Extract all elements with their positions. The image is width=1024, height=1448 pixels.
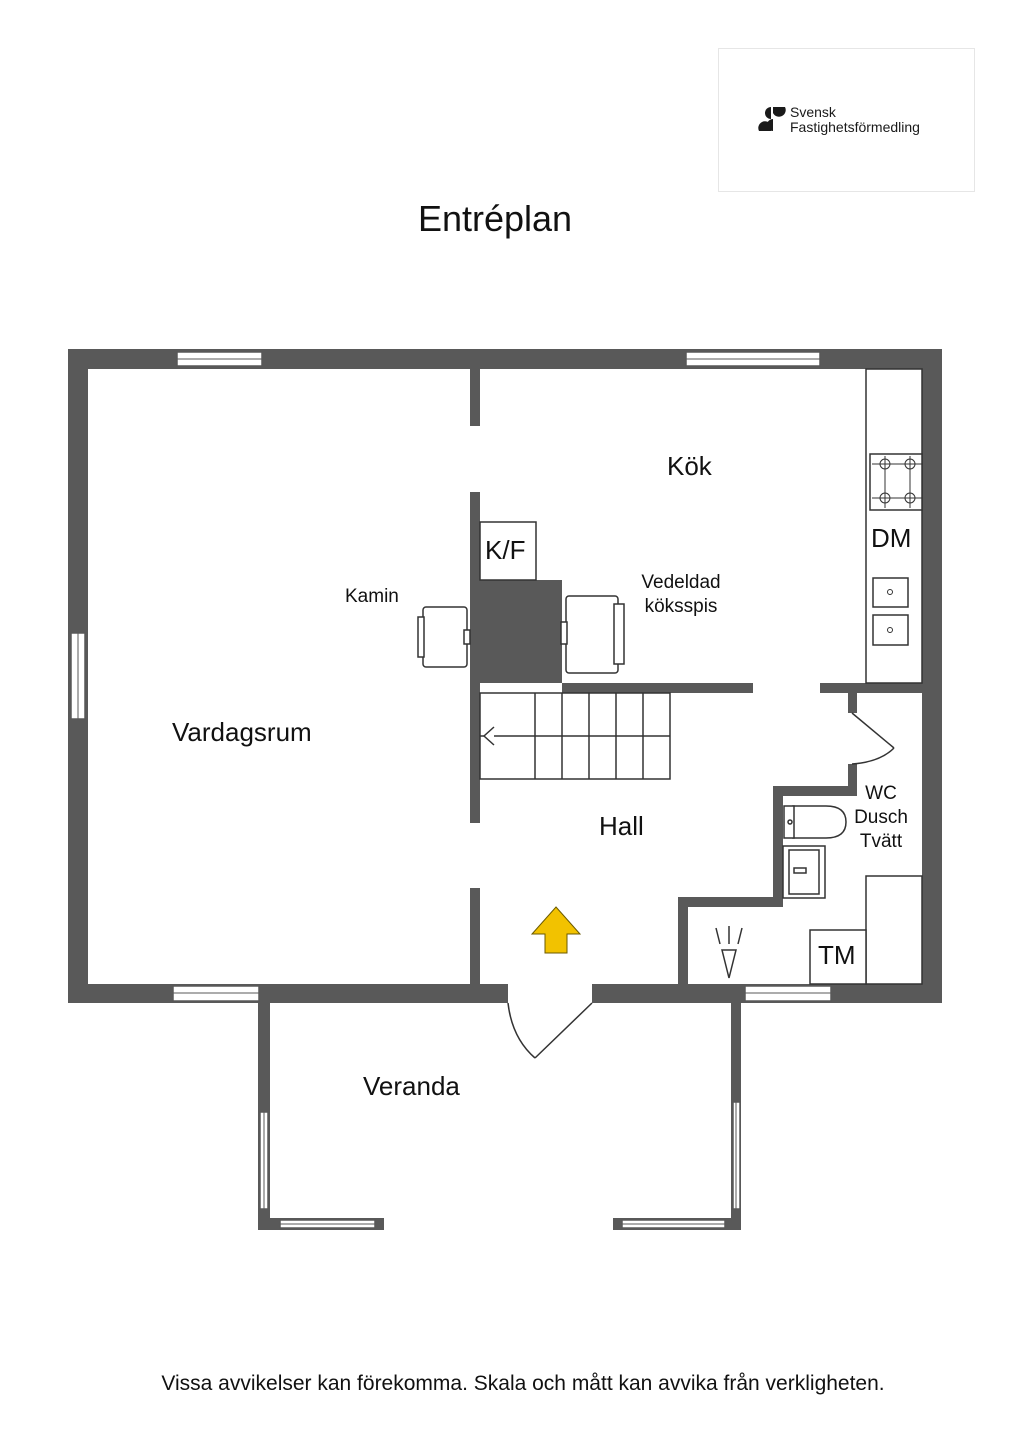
vedeldad-line1: Vedeldad — [641, 572, 721, 593]
sf-logo-icon — [758, 107, 786, 131]
logo-line2: Fastighetsförmedling — [790, 119, 920, 135]
wc-line3: Tvätt — [859, 831, 903, 852]
entrance-arrow-icon — [530, 906, 582, 954]
wc-line2: Dusch — [854, 807, 908, 828]
room-label-wc-dusch-tvatt: WC Dusch Tvätt — [848, 782, 914, 854]
vedeldad-line2: köksspis — [644, 596, 718, 617]
stove-burners — [872, 456, 922, 633]
walls — [68, 349, 942, 1230]
entrance-door — [507, 1002, 593, 1059]
fixture-label-kamin: Kamin — [345, 586, 399, 607]
room-label-vardagsrum: Vardagsrum — [172, 717, 312, 747]
room-label-veranda: Veranda — [363, 1071, 460, 1101]
wc-line1: WC — [865, 783, 897, 804]
logo-line1: Svensk — [790, 104, 836, 120]
bathroom-fixtures — [782, 805, 923, 985]
disclaimer-footer: Vissa avvikelser kan förekomma. Skala oc… — [161, 1372, 885, 1395]
kamin-stove — [417, 606, 471, 668]
page-title: Entréplan — [417, 198, 573, 239]
wc-door — [851, 712, 895, 765]
wood-stove — [560, 595, 625, 674]
shower-icon — [715, 926, 743, 979]
fixture-label-dm: DM — [871, 523, 912, 553]
fridge-freezer — [479, 521, 537, 581]
stairs — [479, 692, 671, 780]
window-lines — [77, 358, 831, 1225]
logo-text: Svensk Fastighetsförmedling — [790, 105, 920, 135]
fixture-label-tm: TM — [818, 940, 856, 970]
fixture-label-vedeldad: Vedeldad köksspis — [632, 571, 730, 619]
room-label-hall: Hall — [599, 811, 644, 841]
fixture-label-kf: K/F — [485, 535, 526, 565]
kitchen-counter — [865, 368, 923, 684]
logo-box: Svensk Fastighetsförmedling — [718, 48, 975, 192]
room-label-kok: Kök — [667, 451, 712, 481]
